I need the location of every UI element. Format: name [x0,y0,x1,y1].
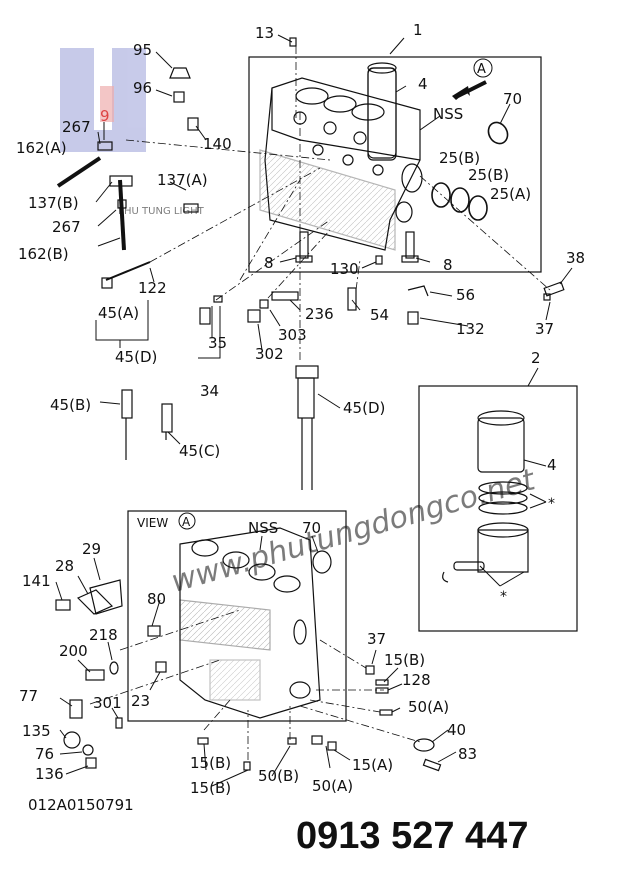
label-56: 56 [456,286,475,304]
star-mark-piston: * [500,589,507,605]
frames [127,56,578,722]
view-arrow: A [452,58,493,100]
cylinder-liner-top [367,67,397,161]
label-38: 38 [566,249,585,267]
view-a-label: VIEW [137,516,168,530]
label-15b-1: 15(B) [384,651,425,669]
label-45b: 45(B) [50,396,91,414]
view-marker-top: A [477,62,486,77]
figure-id: 012A0150791 [28,796,134,814]
label-80: 80 [147,590,166,608]
piston-group [442,410,529,583]
label-162a: 162(A) [16,139,67,157]
label-77: 77 [19,687,38,705]
label-70-top: 70 [503,90,522,108]
part-labels: 13 1 95 96 9 4 NSS 70 267 162(A) 140 25(… [16,21,585,797]
label-45d-2: 45(D) [343,399,385,417]
label-25b-1: 25(B) [439,149,480,167]
label-25b-2: 25(B) [468,166,509,184]
leader-lines [55,34,573,787]
fittings-left [56,37,297,251]
watermark-url: www.phutungdongco.net [167,462,539,600]
label-15b-3: 15(B) [190,779,231,797]
label-2: 2 [531,349,541,367]
label-122: 122 [138,279,167,297]
label-162b: 162(B) [18,245,69,263]
star-mark-rings: * [548,496,555,512]
label-130: 130 [330,260,359,278]
label-132: 132 [456,320,485,338]
label-13: 13 [255,24,274,42]
cylinder-block-view-a [55,527,442,772]
label-4-piston: 4 [547,456,557,474]
label-83: 83 [458,745,477,763]
label-218: 218 [89,626,118,644]
label-128: 128 [402,671,431,689]
label-8-right: 8 [443,256,453,274]
label-37-view: 37 [367,630,386,648]
label-nss-view: NSS [248,519,278,537]
label-15a: 15(A) [352,756,393,774]
label-137b: 137(B) [28,194,79,212]
block-frame [248,56,542,273]
piston-frame [418,385,578,632]
label-1: 1 [413,21,423,39]
label-15b-2: 15(B) [190,754,231,772]
view-a-marker: A [182,515,191,529]
label-70-view: 70 [302,519,321,537]
label-28: 28 [55,557,74,575]
label-301: 301 [93,694,122,712]
label-23: 23 [131,692,150,710]
label-8-left: 8 [264,254,274,272]
label-45d-1: 45(D) [115,348,157,366]
view-a-frame [127,510,347,722]
label-137a: 137(A) [157,171,208,189]
label-96: 96 [133,79,152,97]
label-40: 40 [447,721,466,739]
label-45c: 45(C) [179,442,220,460]
label-54: 54 [370,306,389,324]
label-29: 29 [82,540,101,558]
label-200: 200 [59,642,88,660]
dash-lines [89,46,551,760]
label-135: 135 [22,722,51,740]
label-45a: 45(A) [98,304,139,322]
label-9: 9 [100,107,110,125]
phone-number: 0913 527 447 [296,815,528,857]
label-37-top: 37 [535,320,554,338]
label-140: 140 [203,135,232,153]
label-nss-top: NSS [433,105,463,123]
label-267-bottom: 267 [52,218,81,236]
label-141: 141 [22,572,51,590]
label-35: 35 [208,334,227,352]
sensors [101,261,565,490]
label-267-top: 267 [62,118,91,136]
label-25a: 25(A) [490,185,531,203]
label-4-top: 4 [418,75,428,93]
label-50a-2: 50(A) [312,777,353,795]
o-rings [431,121,509,221]
label-50a-1: 50(A) [408,698,449,716]
label-303: 303 [278,326,307,344]
label-236: 236 [305,305,334,323]
label-95: 95 [133,41,152,59]
piston-stars: * * [500,496,555,605]
label-76: 76 [35,745,54,763]
watermark-logo-text: PHU TUNG LIGHT [118,206,205,217]
label-50b: 50(B) [258,767,299,785]
label-302: 302 [255,345,284,363]
label-136: 136 [35,765,64,783]
watermark-logo: PHU TUNG LIGHT [60,48,205,217]
label-34: 34 [200,382,219,400]
view-a-header: VIEW A [137,512,196,530]
